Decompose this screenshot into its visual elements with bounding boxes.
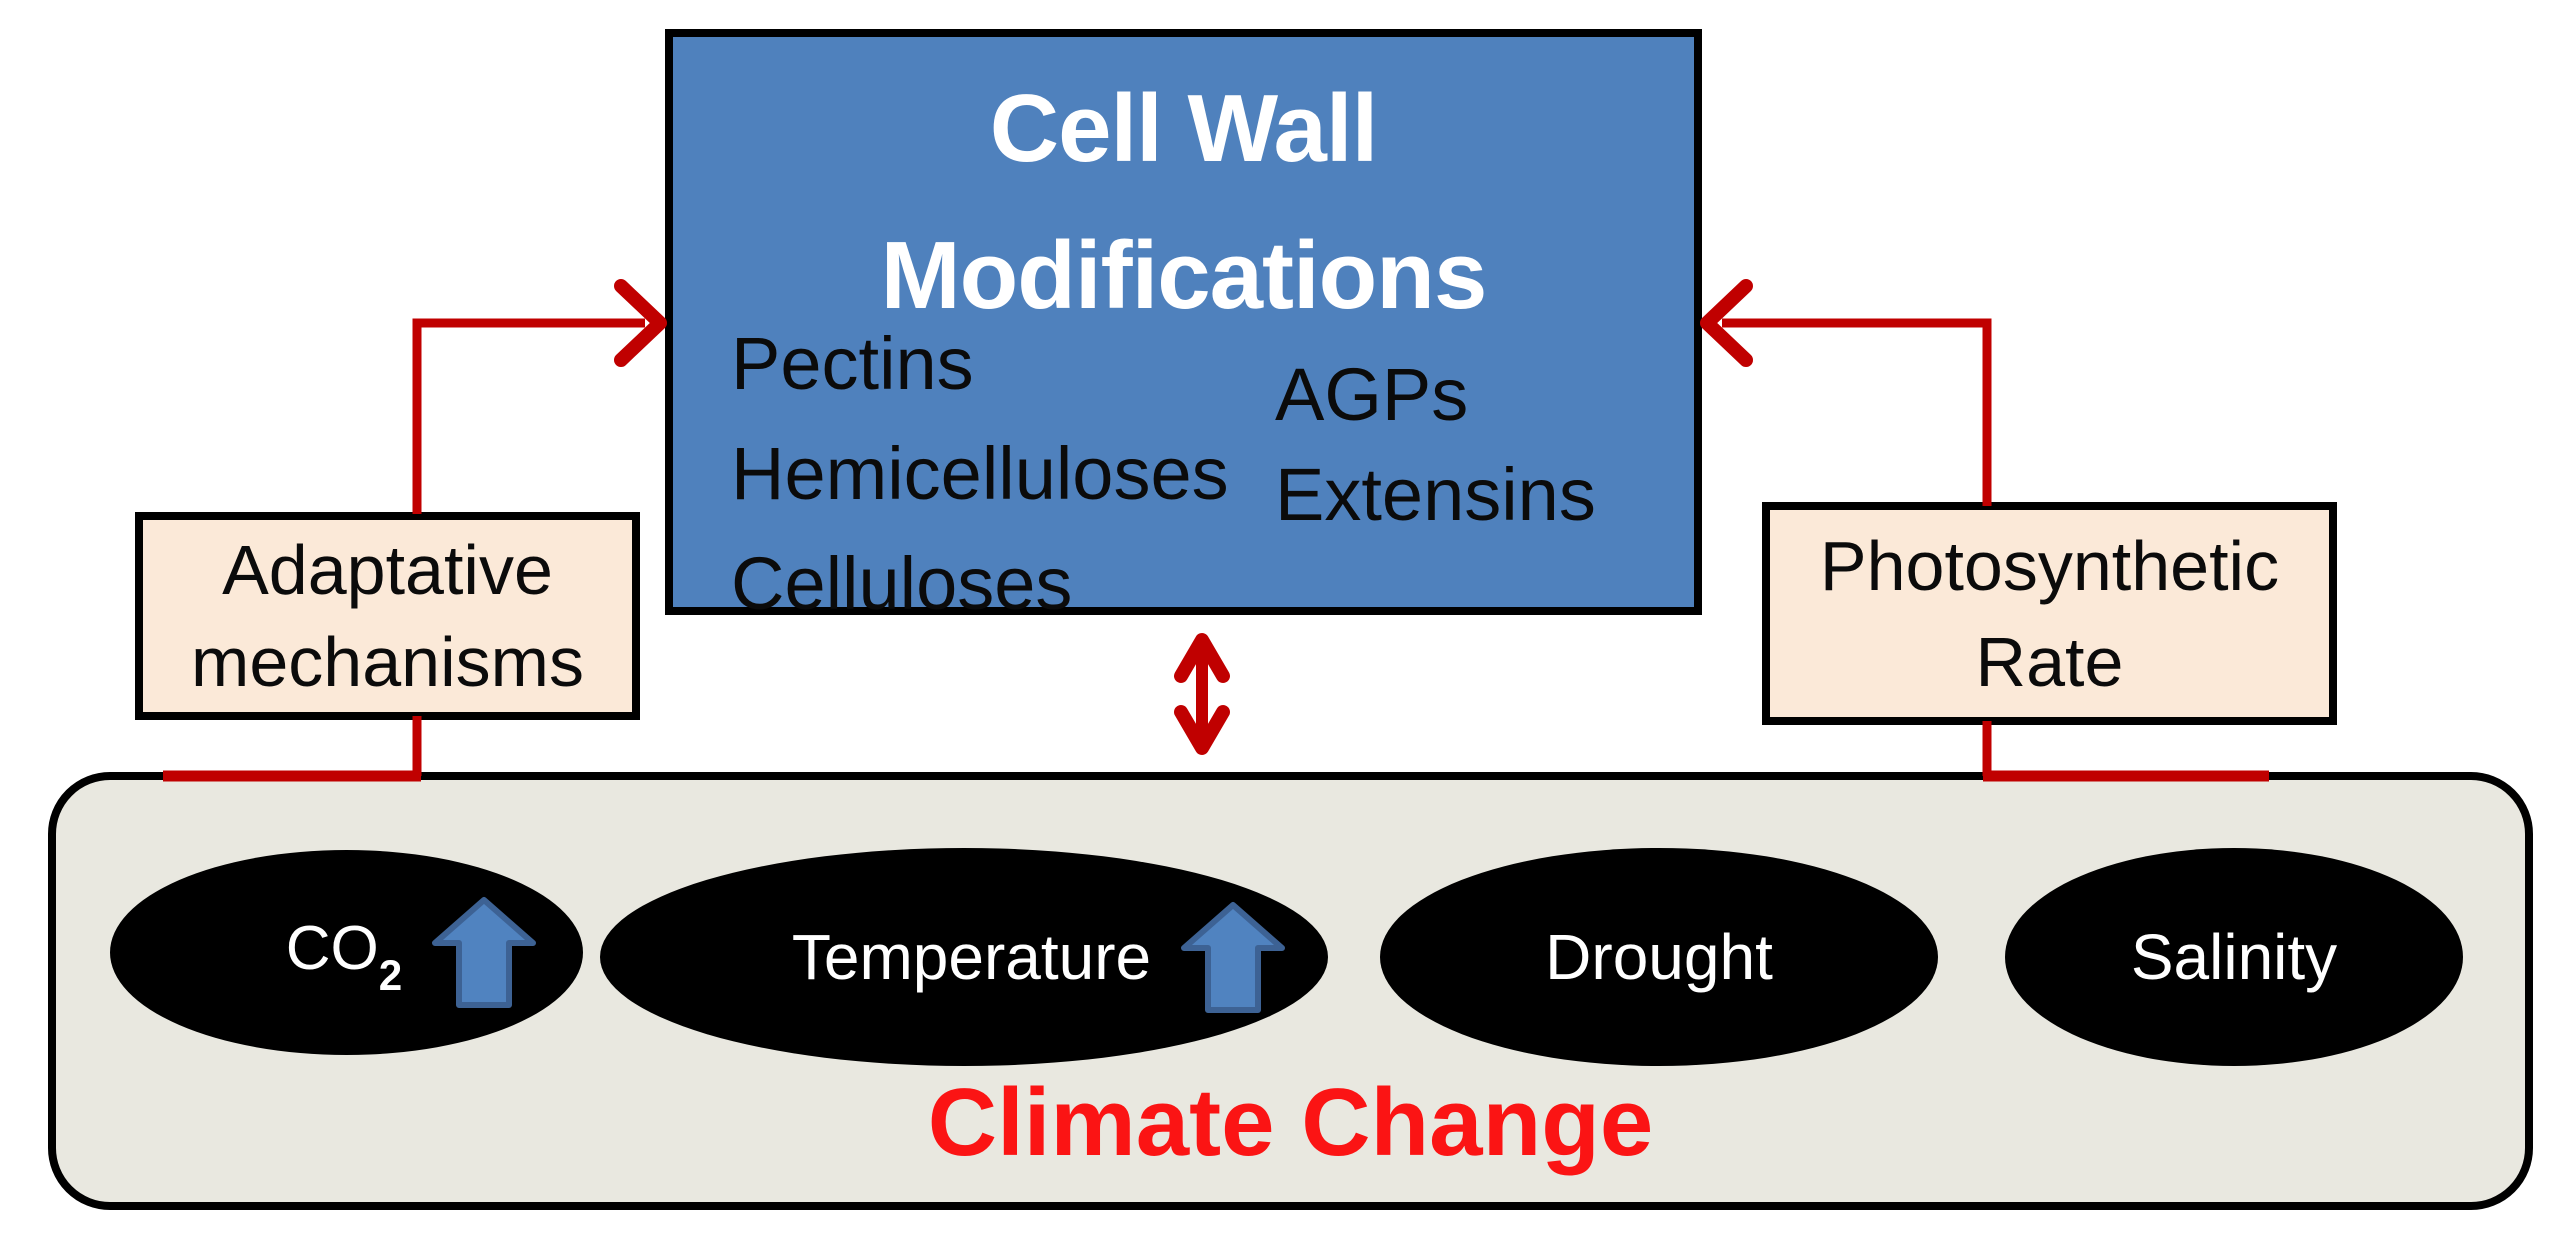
arrowhead-left-icon [1700, 279, 1753, 367]
photosynthetic-rate-box: Photosynthetic Rate [1762, 502, 2337, 725]
connector-adaptive-to-cellwall [412, 318, 645, 514]
list-item-agps: AGPs [1275, 353, 1469, 436]
up-arrow-icon [1181, 901, 1286, 1013]
cell-wall-left-list: Pectins Hemicelluloses Celluloses [731, 309, 1229, 639]
cell-wall-right-list: AGPs Extensins [1275, 345, 1596, 545]
list-item-hemicelluloses: Hemicelluloses [731, 432, 1229, 515]
co2-ellipse: CO2 [110, 850, 583, 1055]
arrowhead-right-icon [614, 279, 667, 367]
drought-ellipse: Drought [1380, 848, 1938, 1066]
salinity-ellipse: Salinity [2005, 848, 2463, 1066]
list-item-extensins: Extensins [1275, 453, 1596, 536]
temperature-ellipse: Temperature [600, 848, 1328, 1066]
cell-wall-title-line2: Modifications [880, 222, 1488, 329]
arrowhead-up-icon [1174, 633, 1230, 683]
up-arrow-icon [432, 897, 537, 1008]
cell-wall-title: Cell Wall Modifications [673, 55, 1694, 349]
salinity-label: Salinity [2130, 921, 2338, 993]
cell-wall-title-line1: Cell Wall [989, 75, 1379, 182]
cell-wall-modifications-box: Cell Wall Modifications Pectins Hemicell… [665, 29, 1702, 625]
list-item-pectins: Pectins [731, 322, 974, 405]
climate-change-label: Climate Change [927, 1069, 1654, 1176]
photosynthetic-rate-label: Photosynthetic Rate [1819, 526, 2280, 701]
arrowhead-down-icon [1174, 705, 1230, 755]
adaptive-mechanisms-box: Adaptative mechanisms [135, 512, 640, 720]
co2-subscript: 2 [378, 951, 403, 999]
connector-photosynthetic-to-cellwall [1722, 318, 1992, 506]
adaptive-mechanisms-label: Adaptative mechanisms [191, 531, 584, 701]
temperature-label: Temperature [791, 921, 1152, 993]
list-item-celluloses: Celluloses [731, 542, 1073, 625]
drought-label: Drought [1545, 921, 1773, 993]
co2-label: CO2 [285, 913, 403, 999]
